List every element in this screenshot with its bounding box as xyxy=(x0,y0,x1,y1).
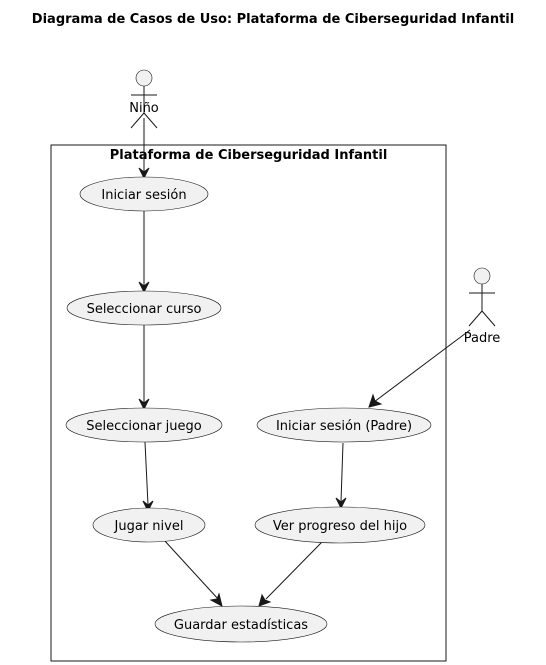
use-case-label: Ver progreso del hijo xyxy=(273,519,407,534)
use-case-select-game[interactable]: Seleccionar juego xyxy=(65,407,223,443)
arrowhead xyxy=(258,593,272,607)
use-case-ellipse xyxy=(254,506,426,544)
use-case-play-level[interactable]: Jugar nivel xyxy=(92,507,206,543)
use-case-label: Seleccionar juego xyxy=(86,419,202,434)
arrowhead xyxy=(209,592,223,607)
use-case-ellipse xyxy=(154,605,328,643)
use-case-save-stats[interactable]: Guardar estadísticas xyxy=(154,605,328,643)
edge-progress-save xyxy=(265,541,323,600)
system-boundary xyxy=(50,144,447,662)
actor-left-leg xyxy=(468,310,483,327)
use-case-view-progress[interactable]: Ver progreso del hijo xyxy=(254,506,426,544)
actor-parent[interactable]: Padre xyxy=(464,267,501,346)
use-case-ellipse xyxy=(256,407,432,443)
edge-game-play xyxy=(144,441,149,506)
actor-child[interactable]: Niño xyxy=(129,69,159,129)
edge-parent-login xyxy=(373,329,471,403)
use-case-ellipse xyxy=(65,407,223,443)
actor-right-leg xyxy=(143,112,158,129)
actor-left-leg xyxy=(130,112,145,129)
actor-child-label: Niño xyxy=(129,101,159,116)
use-case-parent-login[interactable]: Iniciar sesión (Padre) xyxy=(256,407,432,443)
actor-right-leg xyxy=(481,310,496,327)
use-case-label: Iniciar sesión xyxy=(101,188,186,203)
edge-parentlogin-progress xyxy=(340,442,344,503)
edge-play-save xyxy=(163,539,220,601)
use-case-label: Seleccionar curso xyxy=(87,302,202,317)
arrowhead xyxy=(138,281,150,294)
use-case-ellipse xyxy=(92,507,206,543)
diagram-title: Diagrama de Casos de Uso: Plataforma de … xyxy=(32,12,514,27)
arrowhead xyxy=(142,500,154,513)
actor-head-icon xyxy=(135,69,153,87)
system-title: Plataforma de Ciberseguridad Infantil xyxy=(110,148,388,163)
actor-parent-label: Padre xyxy=(464,331,501,346)
arrowhead xyxy=(138,398,150,411)
actor-head-icon xyxy=(473,267,491,285)
arrowhead xyxy=(335,497,347,510)
use-case-ellipse xyxy=(66,290,222,326)
use-case-label: Iniciar sesión (Padre) xyxy=(276,419,412,434)
arrowhead xyxy=(138,167,150,180)
use-case-label: Jugar nivel xyxy=(114,519,184,534)
use-case-ellipse xyxy=(79,176,209,212)
use-case-select-course[interactable]: Seleccionar curso xyxy=(66,290,222,326)
use-case-label: Guardar estadísticas xyxy=(174,618,308,633)
use-case-login[interactable]: Iniciar sesión xyxy=(79,176,209,212)
connectors xyxy=(138,118,471,607)
arrowhead xyxy=(368,393,383,408)
